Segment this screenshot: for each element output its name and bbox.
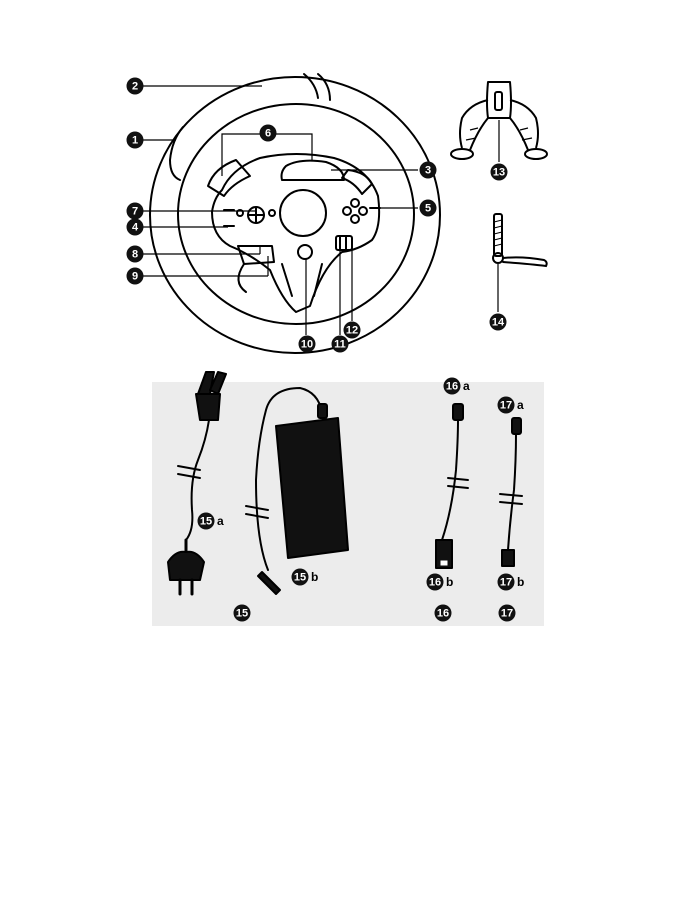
callout-16: 16 <box>435 605 452 622</box>
callout-suffix: b <box>311 570 318 584</box>
callout-number: 1 <box>132 135 138 147</box>
callout-number: 9 <box>132 271 138 283</box>
callout-number: 7 <box>132 206 138 218</box>
callout-number: 13 <box>493 167 505 179</box>
callout-number: 12 <box>346 325 358 337</box>
callout-number: 16 <box>437 608 449 620</box>
callout-13: 13 <box>491 164 508 181</box>
callout-15a: 15 a <box>198 513 225 530</box>
callout-number: 4 <box>132 222 139 234</box>
callout-10: 10 <box>299 336 316 353</box>
callout-17b: 17 b <box>498 574 525 591</box>
callout-15: 15 <box>234 605 251 622</box>
callout-suffix: a <box>217 514 224 528</box>
callout-15b: 15 b <box>292 569 319 586</box>
callout-16b: 16 b <box>427 574 454 591</box>
hub-center <box>280 190 326 236</box>
rotary-encoders <box>336 236 352 250</box>
clamp-screw-illustration <box>493 214 547 266</box>
callout-number: 5 <box>425 203 431 215</box>
callout-3: 3 <box>420 162 437 179</box>
callout-number: 15 <box>236 608 248 620</box>
callout-suffix: a <box>463 379 470 393</box>
callout-17: 17 <box>499 605 516 622</box>
callout-number: 8 <box>132 249 138 261</box>
callout-number: 11 <box>334 339 346 351</box>
callout-number: 14 <box>492 317 505 329</box>
callout-number: 17 <box>501 608 513 620</box>
callout-12: 12 <box>344 322 361 339</box>
callout-number: 3 <box>425 165 431 177</box>
callout-number: 15 <box>294 572 306 584</box>
callout-11: 11 <box>332 336 349 353</box>
right-shifter-paddle <box>342 170 372 194</box>
callout-number: 15 <box>200 516 212 528</box>
callout-suffix: b <box>517 575 524 589</box>
racing-wheel-illustration <box>150 74 440 353</box>
callout-8: 8 <box>127 246 144 263</box>
callout-1: 1 <box>127 132 144 149</box>
left-paddle-mount <box>170 127 183 180</box>
callout-number: 6 <box>265 128 271 140</box>
callout-number: 10 <box>301 339 313 351</box>
callout-number: 2 <box>132 81 138 93</box>
center-button <box>298 245 312 259</box>
callout-6: 6 <box>260 125 277 142</box>
wheel-hub <box>212 154 379 312</box>
callout-number: 17 <box>500 577 512 589</box>
dpad-cluster <box>224 207 275 226</box>
callout-14: 14 <box>490 314 507 331</box>
callout-2: 2 <box>127 78 144 95</box>
callout-17a: 17 a <box>498 397 525 414</box>
callout-5: 5 <box>420 200 437 217</box>
callout-number: 17 <box>500 400 512 412</box>
callout-9: 9 <box>127 268 144 285</box>
callout-16a: 16 a <box>444 378 471 395</box>
callout-suffix: b <box>446 575 453 589</box>
callout-suffix: a <box>517 398 524 412</box>
callout-4: 4 <box>127 219 144 236</box>
callout-7: 7 <box>127 203 144 220</box>
face-buttons-cluster <box>343 199 380 223</box>
callout-number: 16 <box>429 577 441 589</box>
callout-number: 16 <box>446 381 458 393</box>
